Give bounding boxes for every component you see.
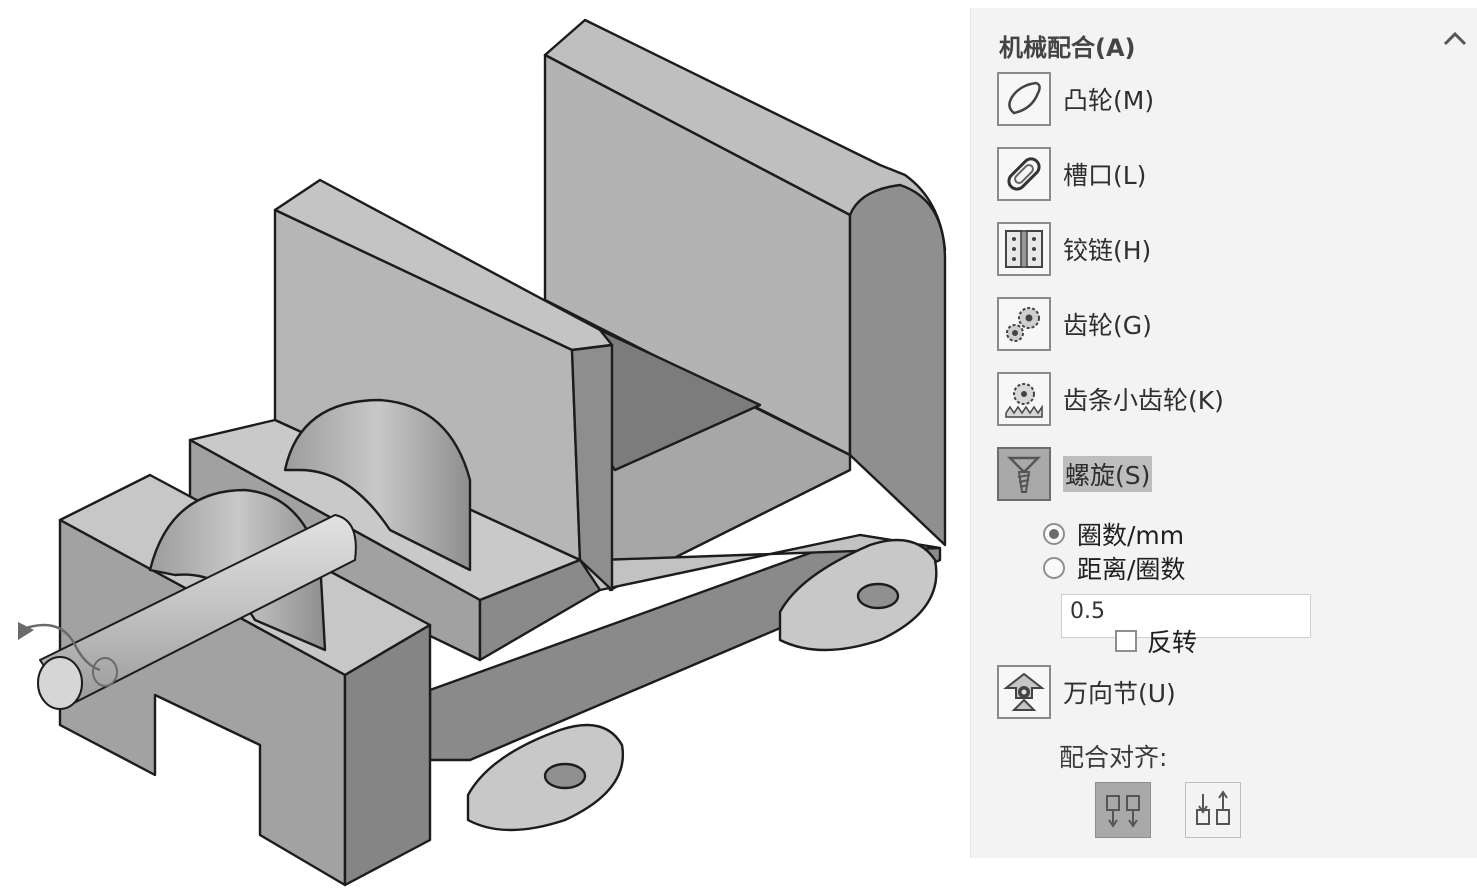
screw-icon[interactable] bbox=[997, 447, 1051, 501]
mate-rack-pinion[interactable]: 齿条小齿轮(K) bbox=[997, 370, 1437, 428]
mate-hinge-label: 铰链(H) bbox=[1063, 236, 1152, 265]
radio-revolutions-per-mm[interactable]: 圈数/mm bbox=[1043, 517, 1184, 551]
mate-cam[interactable]: 凸轮(M) bbox=[997, 70, 1437, 128]
hinge-icon[interactable] bbox=[997, 222, 1051, 276]
radio-distance-per-revolution[interactable]: 距离/圈数 bbox=[1043, 551, 1185, 585]
front-block-side bbox=[343, 623, 432, 887]
panel-title: 机械配合(A) bbox=[999, 34, 1136, 62]
universal-joint-icon[interactable] bbox=[997, 665, 1051, 719]
mate-cam-label: 凸轮(M) bbox=[1063, 86, 1155, 115]
radio-distance-label: 距离/圈数 bbox=[1077, 555, 1186, 584]
fixed-jaw-side bbox=[848, 183, 947, 547]
mate-alignment-title: 配合对齐: bbox=[1059, 743, 1168, 772]
gear-icon[interactable] bbox=[997, 297, 1051, 351]
reverse-checkbox[interactable] bbox=[1115, 630, 1137, 652]
lead-screw-end bbox=[37, 656, 83, 710]
middle-block-side bbox=[478, 558, 602, 662]
mate-gear-label: 齿轮(G) bbox=[1063, 311, 1152, 340]
bench-vise-model[interactable] bbox=[0, 0, 965, 892]
mate-gear[interactable]: 齿轮(G) bbox=[997, 295, 1437, 353]
reverse-label: 反转 bbox=[1147, 628, 1198, 657]
lead-screw bbox=[39, 514, 357, 706]
radio-button-unchecked[interactable] bbox=[1043, 557, 1065, 579]
screw-mate-arrow-icon bbox=[19, 623, 101, 672]
rear-boss bbox=[283, 398, 472, 572]
radio-revolutions-label: 圈数/mm bbox=[1077, 521, 1185, 550]
middle-jaw-side bbox=[570, 343, 614, 592]
screw-value-input[interactable]: 0.5 bbox=[1061, 594, 1311, 638]
aligned-icon bbox=[1106, 795, 1140, 828]
radio-button-checked[interactable] bbox=[1043, 523, 1065, 545]
mate-slot-label: 槽口(L) bbox=[1063, 161, 1147, 190]
chevron-up-icon[interactable] bbox=[1440, 24, 1470, 54]
mate-screw[interactable]: 螺旋(S) bbox=[997, 445, 1437, 503]
mechanical-mates-panel: 机械配合(A) 凸轮(M) 槽口(L) bbox=[970, 8, 1477, 858]
mate-universal-joint[interactable]: 万向节(U) bbox=[997, 663, 1437, 721]
mate-slot[interactable]: 槽口(L) bbox=[997, 145, 1437, 203]
mate-hinge[interactable]: 铰链(H) bbox=[997, 220, 1437, 278]
graphics-viewport[interactable] bbox=[0, 0, 965, 892]
reverse-checkbox-row[interactable]: 反转 bbox=[1115, 624, 1197, 658]
mate-rack-pinion-label: 齿条小齿轮(K) bbox=[1063, 386, 1224, 415]
mount-hole-right bbox=[856, 582, 900, 610]
cam-icon[interactable] bbox=[997, 72, 1051, 126]
mate-screw-label: 螺旋(S) bbox=[1063, 456, 1153, 492]
anti-aligned-button[interactable] bbox=[1185, 782, 1241, 838]
mount-hole-bottom bbox=[543, 762, 587, 790]
aligned-button[interactable] bbox=[1095, 782, 1151, 838]
mate-universal-joint-label: 万向节(U) bbox=[1063, 679, 1176, 708]
slot-icon[interactable] bbox=[997, 147, 1051, 201]
anti-aligned-icon bbox=[1196, 790, 1230, 825]
rack-pinion-icon[interactable] bbox=[997, 372, 1051, 426]
